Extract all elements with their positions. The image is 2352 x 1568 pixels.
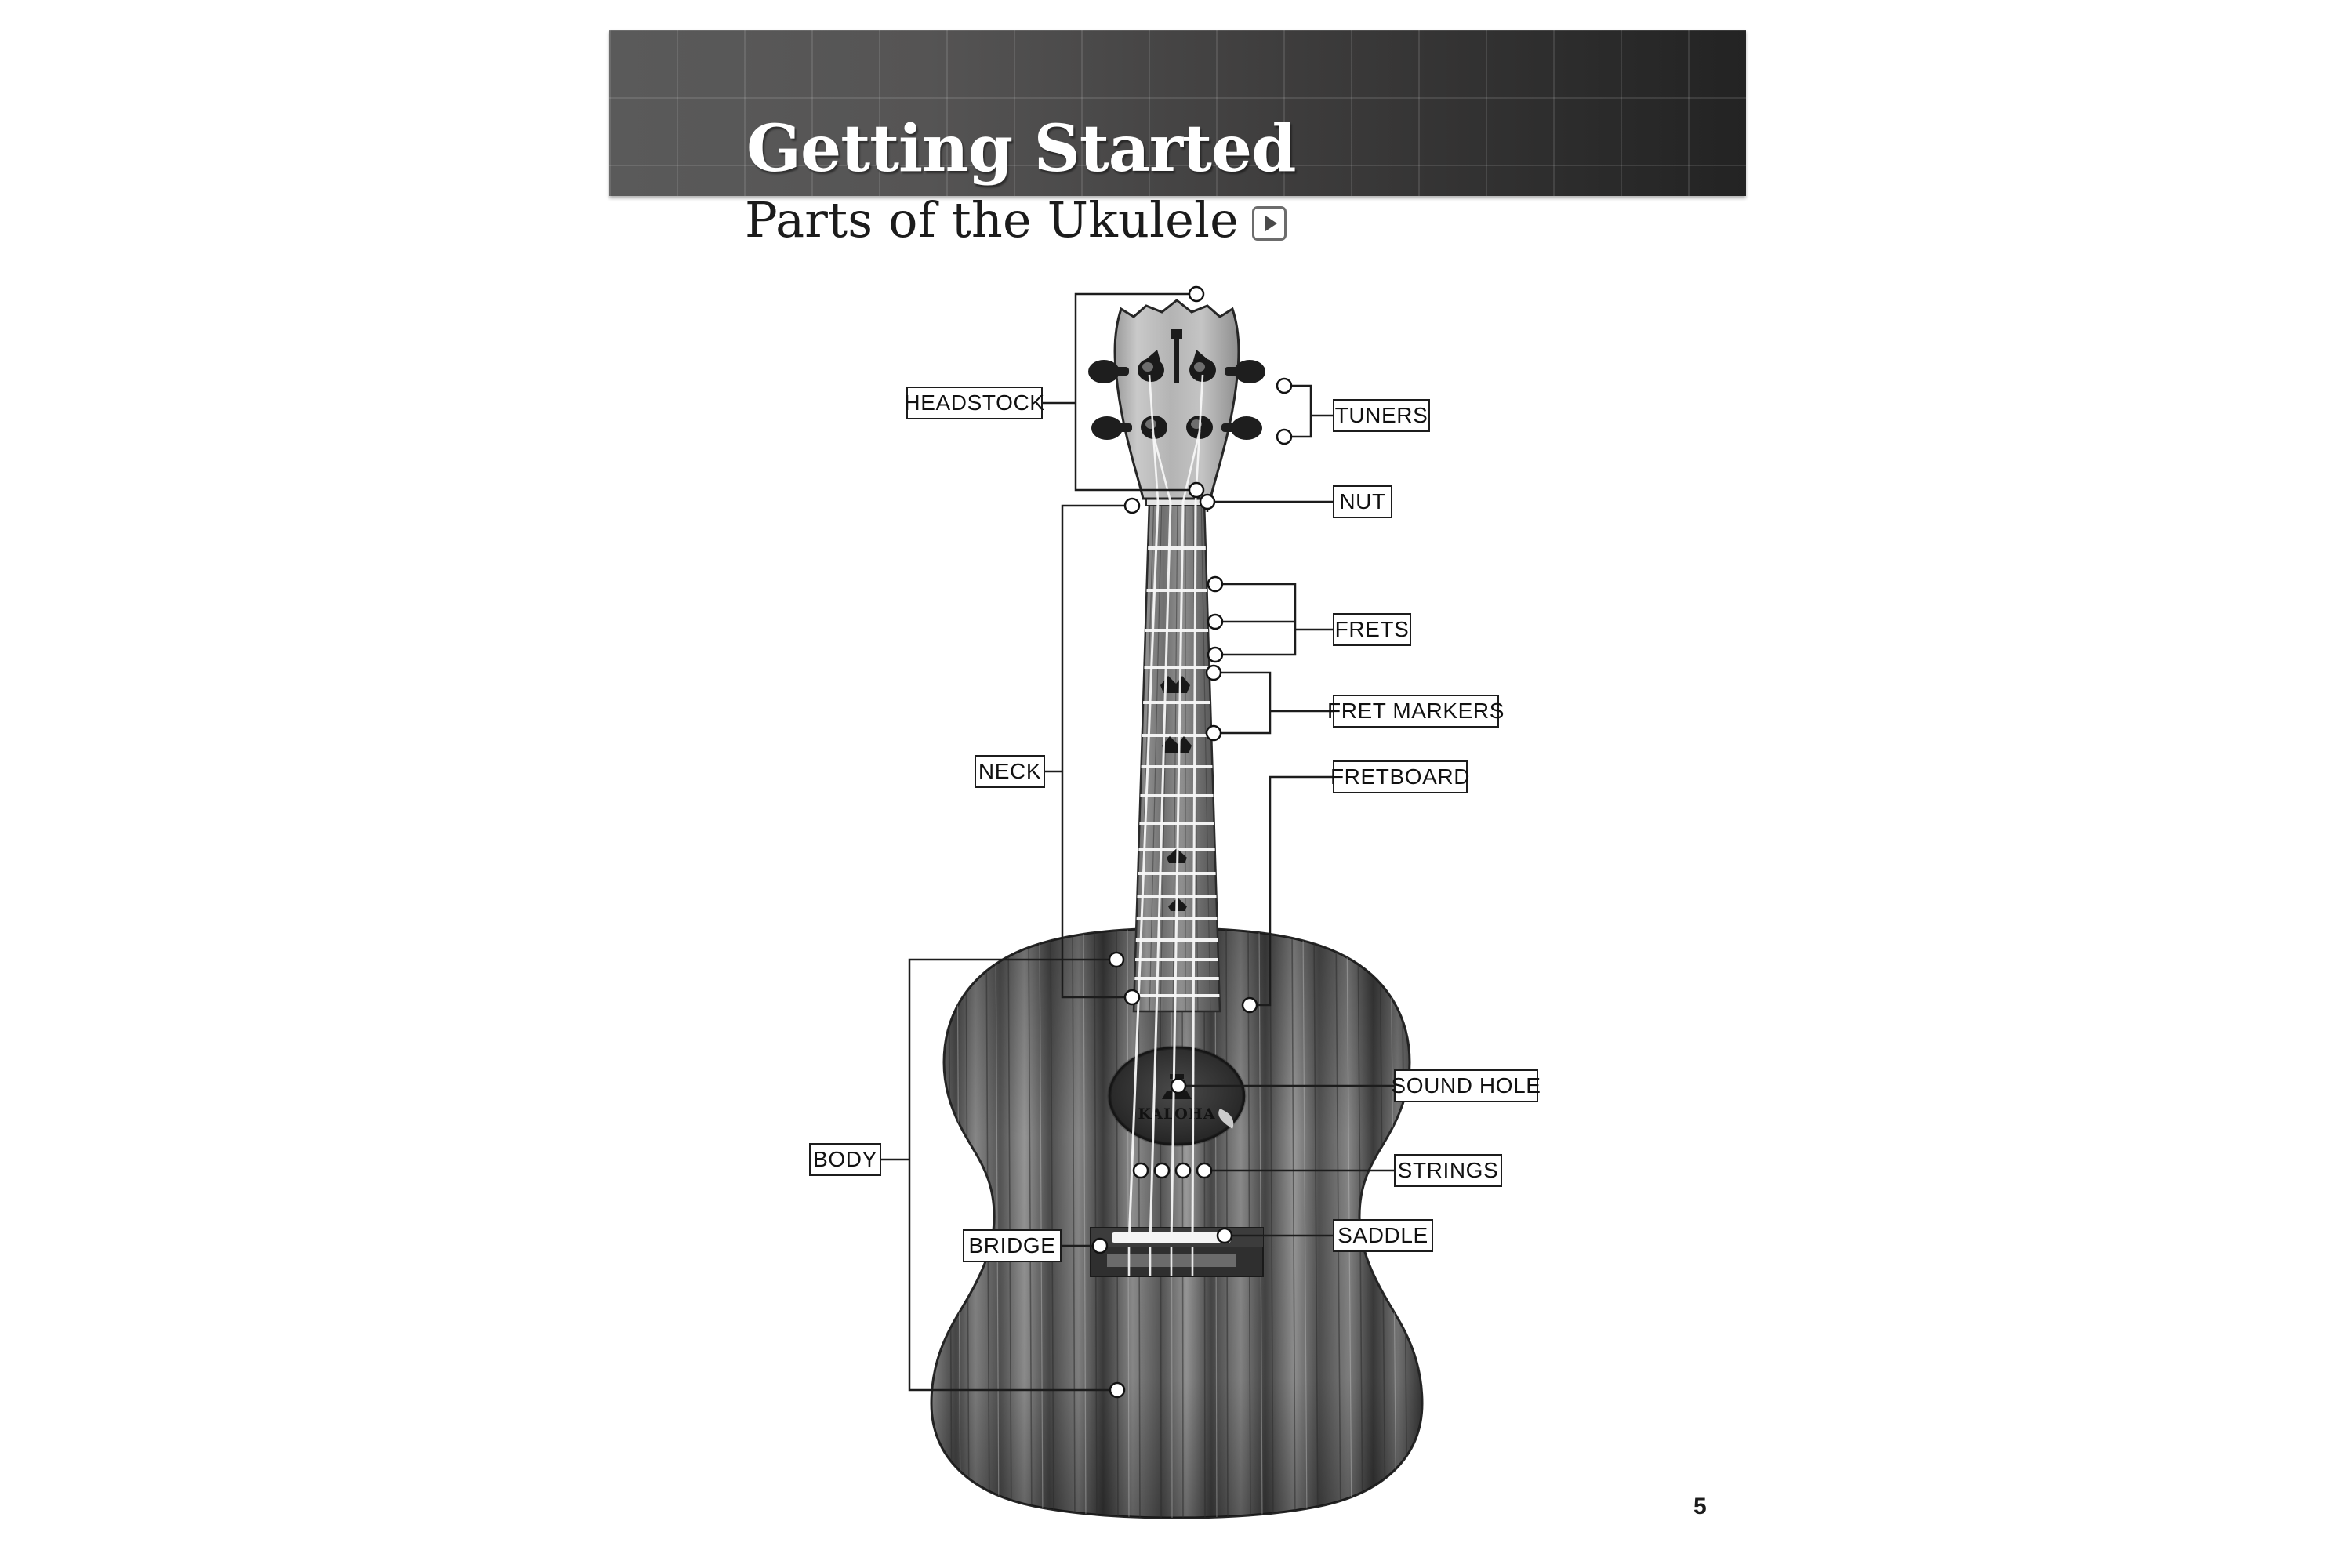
headstock [1088,299,1265,503]
label-text: FRETBOARD [1330,764,1471,789]
label-text: NUT [1339,489,1386,514]
label-fret-markers[interactable]: FRET MARKERS [1327,695,1504,728]
sound-hole: KALOHA [1107,1045,1247,1147]
label-text: BRIDGE [968,1233,1056,1258]
header-banner: Getting Started [609,30,1746,196]
subtitle-text: Parts of the Ukulele [745,191,1239,249]
label-body[interactable]: BODY [809,1143,881,1176]
label-nut[interactable]: NUT [1333,485,1392,518]
label-text: NECK [978,759,1042,783]
label-frets[interactable]: FRETS [1333,613,1411,646]
strings [1127,501,1197,1244]
label-saddle[interactable]: SADDLE [1333,1219,1433,1252]
play-triangle-icon [1265,216,1277,231]
label-strings[interactable]: STRINGS [1394,1154,1502,1187]
label-text: SOUND HOLE [1391,1073,1541,1098]
svg-text:KALOHA: KALOHA [1138,1105,1215,1123]
page-title: Getting Started [746,111,1296,187]
neck-and-fretboard [1132,495,1221,1013]
label-text: FRETS [1334,617,1410,641]
label-tuners[interactable]: TUNERS [1333,399,1430,432]
label-bridge[interactable]: BRIDGE [963,1229,1062,1262]
label-text: HEADSTOCK [904,390,1045,415]
label-neck[interactable]: NECK [975,755,1045,788]
label-text: STRINGS [1397,1158,1499,1182]
label-sound-hole[interactable]: SOUND HOLE [1391,1069,1541,1102]
label-text: FRET MARKERS [1327,699,1505,723]
label-headstock[interactable]: HEADSTOCK [904,387,1045,419]
label-text: SADDLE [1338,1223,1428,1247]
label-fretboard[interactable]: FRETBOARD [1330,760,1471,793]
leader-lines [881,292,1394,1392]
callout-dots [1091,285,1293,1399]
label-text: BODY [813,1147,877,1171]
page-number: 5 [1693,1494,1707,1519]
play-video-icon[interactable] [1252,206,1287,241]
subtitle-row: Parts of the Ukulele [745,191,1287,249]
label-text: TUNERS [1334,403,1428,427]
